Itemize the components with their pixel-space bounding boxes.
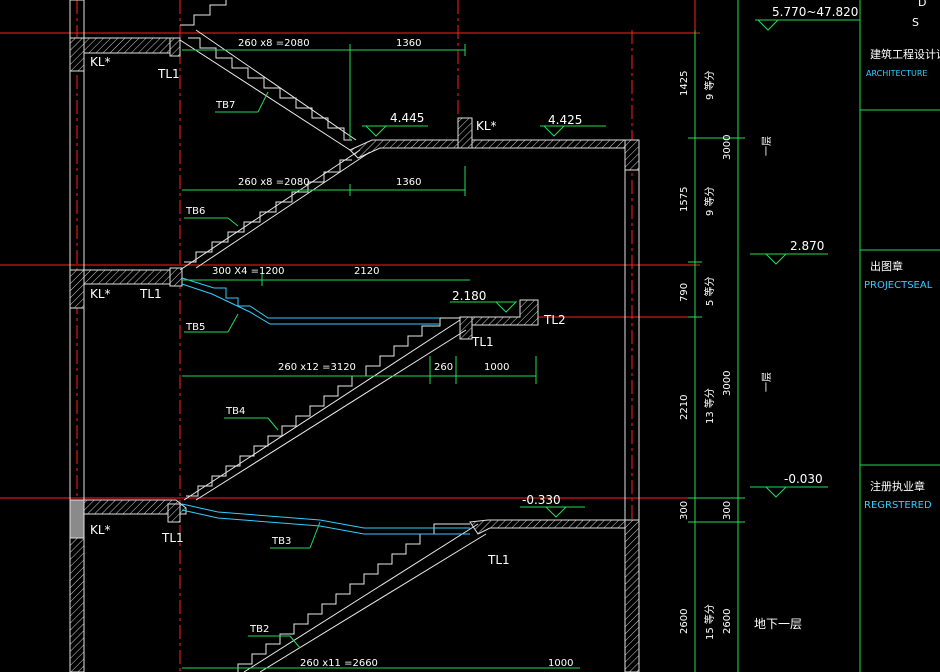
tag-kl-3: KL* (90, 523, 111, 537)
vdim-300b: 300 (722, 501, 733, 520)
vdim-floor2: 一层 (761, 372, 773, 392)
tag-tb6: TB6 (185, 206, 205, 217)
vdim-790: 790 (679, 283, 690, 302)
vdim-floor1: 一层 (761, 136, 773, 156)
tag-kl-4: KL* (476, 119, 497, 133)
elevation-low: -0.030 (784, 472, 823, 486)
vdim-13eq: 13 等分 (703, 388, 716, 424)
vdim-9eq-2: 9 等分 (703, 186, 716, 216)
registered-label-en: REGRSTERED (864, 500, 932, 511)
dim-land-top: 1360 (396, 38, 421, 49)
elevation-markers (364, 19, 788, 518)
elevation-landing-2: 4.425 (548, 113, 582, 127)
vdim-15eq: 15 等分 (703, 604, 716, 640)
dimension-texts: 260 x8 =2080 1360 260 x8 =2080 1360 300 … (212, 38, 573, 669)
tag-tl1-3: TL1 (471, 335, 494, 349)
vdim-basement: 地下一层 (754, 617, 802, 631)
seal-label-cn: 出图章 (870, 259, 903, 273)
tag-tl1-2: TL1 (139, 287, 162, 301)
tag-kl-1: KL* (90, 55, 111, 69)
tag-kl-2: KL* (90, 287, 111, 301)
tag-tl2: TL2 (543, 313, 566, 327)
tag-tb7: TB7 (215, 100, 235, 111)
elevation-landing-4: -0.330 (522, 493, 561, 507)
registered-label-cn: 注册执业章 (870, 479, 925, 493)
tag-tb4: TB4 (225, 406, 245, 417)
vdim-2600a: 2600 (679, 609, 690, 634)
elevation-mid: 2.870 (790, 239, 824, 253)
elevation-top: 5.770~47.820 (772, 5, 858, 19)
stair-flights (179, 0, 487, 672)
dim-run-tb2: 260 x11 =2660 (300, 658, 378, 669)
tag-tb3: TB3 (271, 536, 291, 547)
dim-land-tb4: 1000 (484, 362, 509, 373)
vdim-2210: 2210 (679, 395, 690, 420)
vdim-5eq: 5 等分 (703, 276, 716, 306)
tag-tb5: TB5 (185, 322, 205, 333)
elevation-labels: 5.770~47.820 2.870 -0.030 4.445 4.425 2.… (390, 5, 858, 507)
vdim-300a: 300 (679, 501, 690, 520)
vdim-2600b: 2600 (722, 609, 733, 634)
vdim-1425: 1425 (679, 71, 690, 96)
elevation-landing-3: 2.180 (452, 289, 486, 303)
dim-land-tb2: 1000 (548, 658, 573, 669)
elevation-landing-1: 4.445 (390, 111, 424, 125)
title-head-s: S (912, 16, 919, 29)
vdim-3000a: 3000 (722, 135, 733, 160)
dim-land-mid: 1360 (396, 177, 421, 188)
walls (69, 0, 640, 672)
tag-tl1-5: TL1 (487, 553, 510, 567)
vdim-9eq-1: 9 等分 (703, 70, 716, 100)
vertical-dimension-texts: 1425 9 等分 3000 一层 1575 9 等分 790 5 等分 221… (679, 70, 802, 640)
tag-tb2: TB2 (249, 624, 269, 635)
title-block: D S 建筑工程设计证 ARCHITECTURE 出图章 PROJECTSEAL… (864, 0, 940, 511)
dim-run-mid: 260 x8 =2080 (238, 177, 310, 188)
dim-land-tb5: 2120 (354, 266, 379, 277)
member-tags: KL* KL* KL* KL* TL1 TL1 TL1 TL1 TL1 TL2 … (90, 55, 566, 635)
dim-small-260: 260 (434, 362, 453, 373)
cert-label-en: ARCHITECTURE (866, 69, 927, 78)
dim-run-tb4: 260 x12 =3120 (278, 362, 356, 373)
vdim-1575: 1575 (679, 187, 690, 212)
tag-tl1-4: TL1 (161, 531, 184, 545)
tag-tl1-1: TL1 (157, 67, 180, 81)
vdim-3000b: 3000 (722, 371, 733, 396)
dim-run-tb5: 300 X4 =1200 (212, 266, 285, 277)
title-head-d: D (918, 0, 926, 9)
seal-label-en: PROJECTSEAL (864, 280, 933, 291)
cert-label-cn: 建筑工程设计证 (870, 47, 940, 61)
cyan-slabs (181, 277, 470, 535)
dim-run-top: 260 x8 =2080 (238, 38, 310, 49)
dimension-lines (182, 0, 940, 672)
